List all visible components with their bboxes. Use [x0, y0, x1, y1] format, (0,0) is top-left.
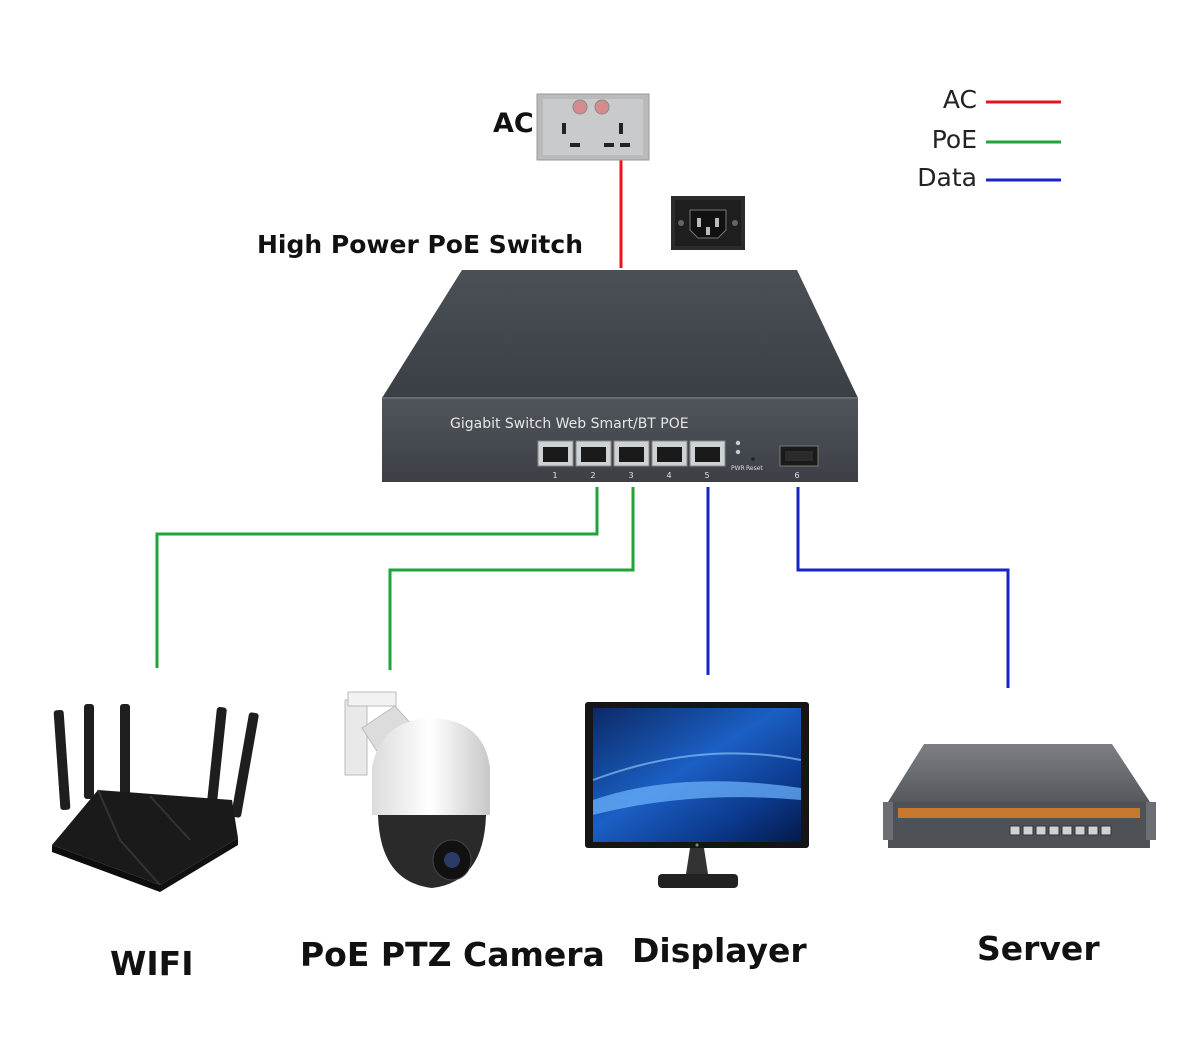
switch-title: High Power PoE Switch — [257, 230, 583, 259]
reset-label: Reset — [746, 465, 763, 472]
server-port — [1035, 825, 1047, 836]
ac-wall-socket — [536, 93, 650, 161]
poe-line-wifi — [155, 487, 599, 668]
reset-button — [751, 457, 755, 461]
rj45-port-4 — [651, 440, 688, 467]
legend-label-poe: PoE — [932, 125, 977, 154]
rj45-port-2 — [575, 440, 612, 467]
device-label-displayer: Displayer — [632, 931, 807, 970]
rj45-ports: 1 2 3 4 5 6 — [537, 440, 800, 480]
legend-label-data: Data — [917, 163, 977, 192]
router-icon — [52, 704, 259, 892]
power-inlet-icon — [671, 196, 745, 250]
device-label-ptz-camera: PoE PTZ Camera — [300, 935, 605, 974]
rj45-port-1 — [537, 440, 574, 467]
server-port — [1009, 825, 1021, 836]
server-port — [1048, 825, 1060, 836]
server-port — [1022, 825, 1034, 836]
pwr-label: PWR — [731, 465, 745, 472]
port-number-6: 6 — [794, 471, 799, 480]
server-port — [1061, 825, 1073, 836]
connection-lines — [155, 160, 1010, 688]
poe-line-camera — [388, 487, 635, 670]
pwr-led — [735, 440, 741, 446]
status-led — [735, 449, 741, 455]
server-port — [1074, 825, 1086, 836]
sfp-port — [779, 445, 819, 467]
poe-switch: Gigabit Switch Web Smart/BT POE 1 2 3 4 5 6 P… — [382, 270, 858, 482]
server-port — [1100, 825, 1112, 836]
ptz-camera-icon — [344, 691, 490, 888]
port-number-1: 1 — [552, 471, 557, 480]
switch-front-label: Gigabit Switch Web Smart/BT POE — [450, 416, 689, 432]
port-number-5: 5 — [704, 471, 709, 480]
monitor-icon — [585, 702, 809, 888]
server-icon — [883, 744, 1156, 848]
legend-label-ac: AC — [943, 85, 977, 114]
port-number-4: 4 — [666, 471, 671, 480]
ac-socket-label: AC — [493, 108, 534, 139]
device-label-server: Server — [977, 929, 1100, 968]
port-number-3: 3 — [628, 471, 633, 480]
port-number-2: 2 — [590, 471, 595, 480]
rj45-port-3 — [613, 440, 650, 467]
data-line-server — [796, 487, 1010, 688]
device-label-wifi: WIFI — [110, 944, 194, 983]
rj45-port-5 — [689, 440, 726, 467]
server-port — [1087, 825, 1099, 836]
legend: AC PoE Data — [917, 85, 1061, 192]
